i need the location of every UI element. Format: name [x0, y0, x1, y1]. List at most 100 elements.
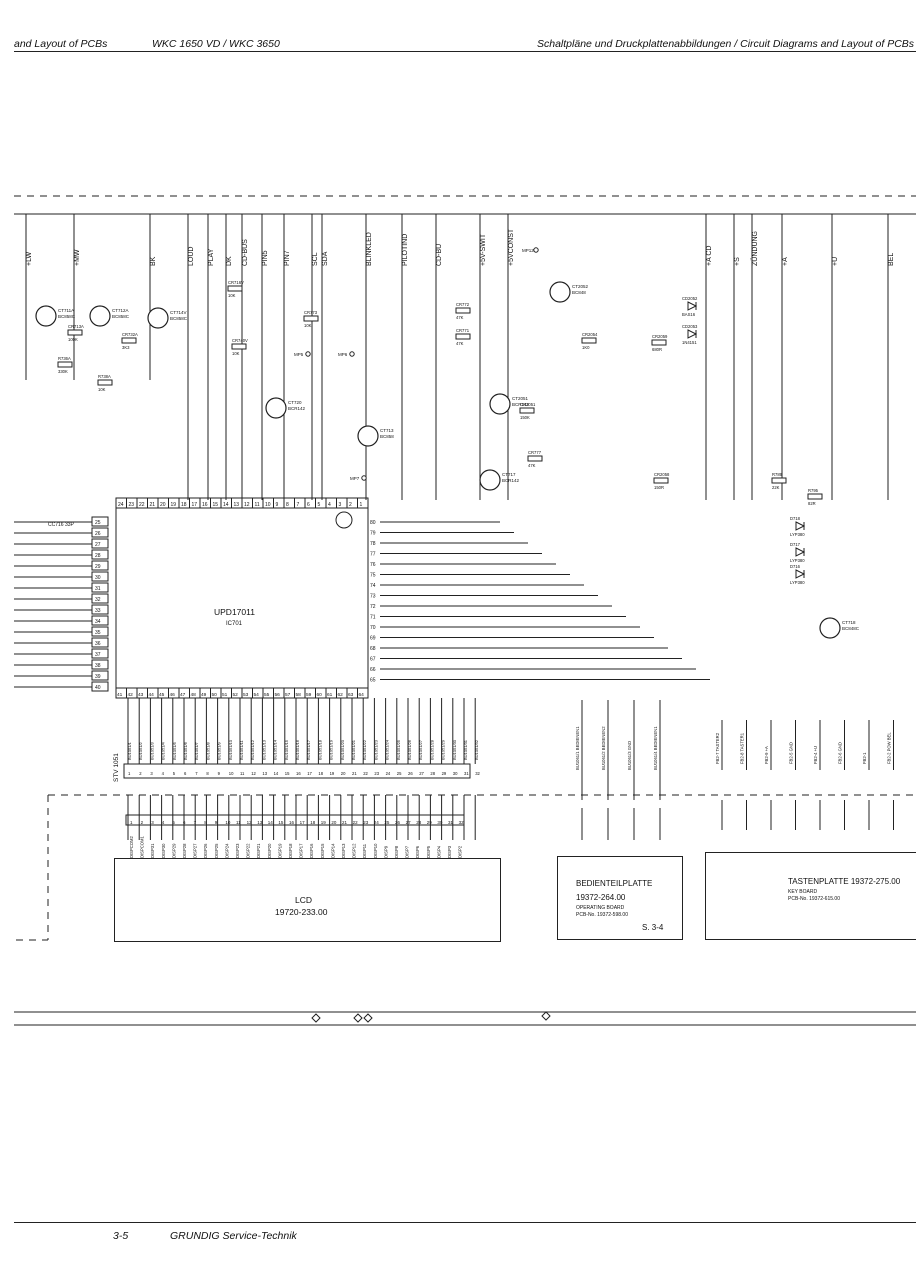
resistor-CR2058: [653, 477, 669, 484]
key-board-sub: KEY BOARD: [788, 889, 818, 895]
lcd-signal-label: DISP11: [362, 843, 367, 858]
net-label-0: +LW: [26, 252, 33, 266]
stv-pin-number: 19: [330, 771, 335, 776]
resistor-ref: CR2051: [520, 402, 536, 407]
ic-pin-label: 20: [160, 502, 166, 508]
lcd-signal-label: DISPCOM2: [129, 835, 134, 858]
lcd-signal-label: DISP17: [299, 843, 304, 858]
net-label-5: DK: [226, 256, 233, 266]
ic-pin-label: 55: [264, 692, 270, 698]
lcd-signal-label: DISP22: [246, 843, 251, 858]
lcd-signal-label: DISP18: [288, 843, 293, 858]
net-label-16: +A CD: [706, 246, 713, 266]
ic-pin-label: 44: [149, 692, 155, 698]
net-label-18: ZÜNDUNG: [751, 231, 759, 266]
lcd-pin-number: 15: [278, 820, 284, 825]
ic-pin-label: 51: [222, 692, 228, 698]
transistor-ref: CT713: [380, 428, 394, 433]
ic-pin-box: [91, 516, 109, 527]
resistor-CR2051: [519, 407, 535, 414]
transistor-CT712A: [89, 305, 111, 327]
net-label-19: +A: [782, 257, 789, 266]
key-board-pcb: PCB-No. 19372-615.00: [788, 896, 840, 902]
keyboard-pin-label: FB2-6 GND: [838, 742, 843, 764]
ic-pin-label: 32: [95, 597, 101, 603]
resistor-value: 330K: [58, 369, 68, 374]
transistor-CT717: [479, 469, 501, 491]
diode-type: LYP380: [790, 558, 805, 563]
ic-pin-label: 61: [327, 692, 333, 698]
ic-pin-label: 6: [307, 502, 310, 508]
ic-pin-box: [91, 615, 109, 626]
resistor-value: 47K: [528, 463, 536, 468]
transistor-CT2051: [489, 393, 511, 415]
stv-bus-label: BU1051/25: [396, 739, 401, 760]
lcd-signal-label: DISP6: [415, 845, 420, 858]
resistor-ref: CR716V: [228, 280, 244, 285]
lcd-pin-number: 12: [247, 820, 253, 825]
stv-pin-number: 2: [139, 771, 142, 776]
ic-pin-label: 14: [223, 502, 229, 508]
stv-bus-label: BU1051/29: [441, 739, 446, 760]
ic-pin-label: 39: [95, 674, 101, 680]
transistor-type: BC858: [380, 434, 394, 439]
lcd-pin-number: 16: [289, 820, 295, 825]
ic-pin-label: 80: [370, 520, 376, 526]
ic-pin-label: 43: [138, 692, 144, 698]
stv-bus-label: BU1051/10: [228, 739, 233, 760]
lcd-pin-number: 7: [194, 820, 197, 825]
ic-pin-label: 41: [117, 692, 123, 698]
lcd-pin-number: 19: [321, 820, 327, 825]
ic-body: [115, 507, 369, 689]
stv-pin-number: 15: [285, 771, 290, 776]
resistor-value: 10K: [228, 293, 236, 298]
header-right: Schaltpläne und Druckplattenabbildungen …: [537, 38, 915, 50]
ic-pin-label: 5: [318, 502, 321, 508]
ic-pin-label: 9: [276, 502, 279, 508]
page-marker: [363, 1013, 373, 1023]
ic-pin1-marker: [335, 511, 353, 529]
resistor-CR732A: [121, 337, 137, 344]
resistor-ref: CR771: [456, 328, 470, 333]
ic-pin-label: 40: [95, 685, 101, 691]
ic-pin-label: 12: [244, 502, 250, 508]
ic-pin-label: 62: [338, 692, 344, 698]
resistor-R736A: [57, 361, 73, 368]
stv-connector-label: STV 1051: [113, 753, 120, 782]
diode-ref: D716: [790, 564, 801, 569]
resistor-CR713A: [67, 329, 83, 336]
net-label-12: PILOTIND: [402, 234, 409, 266]
ic-pin-label: 46: [170, 692, 176, 698]
ic-pin-box: [91, 593, 109, 604]
lcd-module: LCD 19720-233.00: [114, 858, 501, 942]
resistor-CR771: [455, 333, 471, 340]
ic-pin-label: 3: [339, 502, 342, 508]
keyboard-pin-label: FB2-9 +A: [764, 746, 769, 764]
diode-CD2052: [687, 301, 698, 311]
diode-ref: D718: [790, 516, 801, 521]
resistor-CR773: [303, 315, 319, 322]
ic-pin-label: 49: [201, 692, 207, 698]
resistor-ref: CR2054: [582, 332, 598, 337]
stv-bus-label: BU1051/16: [295, 739, 300, 760]
stv-pin-number: 23: [374, 771, 379, 776]
stv-bus-label: BU1051/8: [205, 741, 210, 760]
resistor-value: 22K: [772, 485, 780, 490]
ic-name: UPD17011: [214, 607, 255, 617]
resistor-CR772: [455, 307, 471, 314]
stv-pin-number: 22: [363, 771, 368, 776]
transistor-CT714V: [147, 307, 169, 329]
resistor-value: 10K: [98, 387, 106, 392]
stv-pin-number: 1: [128, 771, 131, 776]
transistor-type: BCR142: [512, 402, 530, 407]
ic-pin-box: [91, 549, 109, 560]
stv-pin-number: 17: [307, 771, 312, 776]
ic-pin-label: 7: [297, 502, 300, 508]
stv-pin-number: 3: [150, 771, 153, 776]
lcd-signal-label: DISP4: [436, 845, 441, 858]
ic-pin-box: [91, 626, 109, 637]
net-label-1: +MW: [74, 249, 81, 266]
ic-pin-label: 65: [370, 678, 376, 684]
ic-pin-box: [91, 681, 109, 692]
lcd-pin-number: 23: [363, 820, 369, 825]
